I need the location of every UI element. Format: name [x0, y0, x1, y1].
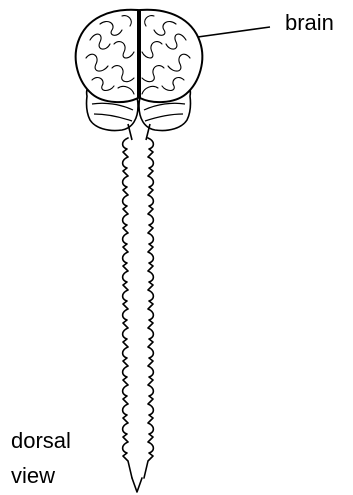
view-label-line1: dorsal [11, 430, 71, 452]
brain-icon [76, 10, 203, 102]
view-label-line2: view [11, 465, 55, 487]
brain-label: brain [285, 12, 334, 34]
spinal-cord-icon [123, 138, 154, 492]
